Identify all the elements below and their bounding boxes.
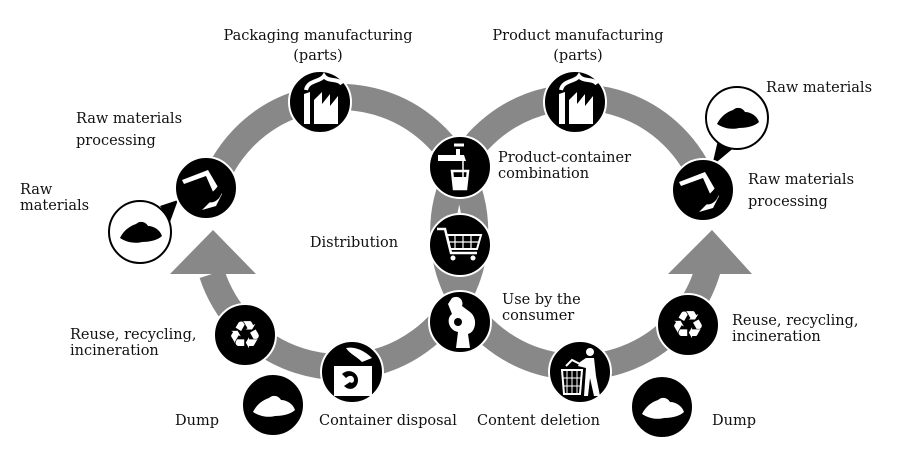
factory-icon bbox=[288, 70, 352, 134]
svg-text:♻: ♻ bbox=[671, 303, 705, 347]
label-reuse-recycling-left: Reuse, recycling,incineration bbox=[70, 327, 197, 359]
label-reuse-recycling-right: Reuse, recycling,incineration bbox=[732, 313, 859, 345]
label-line: consumer bbox=[502, 308, 575, 324]
recycling-icon: ♻ bbox=[213, 303, 277, 367]
raw-material-icon bbox=[108, 200, 178, 264]
factory-icon bbox=[543, 70, 607, 134]
dump-icon bbox=[241, 373, 305, 437]
right-cycle-arrowhead bbox=[668, 230, 752, 274]
label-line: combination bbox=[498, 166, 590, 182]
label-line: Raw materials bbox=[76, 111, 183, 127]
label-line: Raw bbox=[20, 182, 53, 198]
label-line: Packaging manufacturing bbox=[223, 28, 413, 44]
raw-material-icon bbox=[705, 86, 769, 166]
label-line: Reuse, recycling, bbox=[70, 327, 197, 343]
label-dump-right: Dump bbox=[712, 413, 756, 429]
excavator-icon bbox=[174, 156, 238, 220]
container-disposal-icon bbox=[320, 340, 384, 404]
dump-icon bbox=[630, 375, 694, 439]
label-line: incineration bbox=[70, 343, 159, 359]
label-line: Product-container bbox=[498, 150, 632, 166]
label-line: Use by the bbox=[502, 292, 581, 308]
label-container-disposal: Container disposal bbox=[319, 413, 457, 429]
svg-text:♻: ♻ bbox=[228, 313, 262, 357]
label-line: Product manufacturing bbox=[492, 28, 664, 44]
label-content-deletion: Content deletion bbox=[477, 413, 600, 429]
left-cycle-arrowhead bbox=[170, 230, 256, 274]
drinking-person-icon bbox=[428, 290, 492, 354]
label-line: (parts) bbox=[553, 48, 603, 64]
label-line: Raw materials bbox=[748, 172, 855, 188]
label-line: processing bbox=[76, 133, 156, 149]
label-line: (parts) bbox=[293, 48, 343, 64]
trash-bin-icon bbox=[548, 340, 612, 404]
excavator-icon bbox=[671, 158, 735, 222]
label-line: materials bbox=[20, 198, 90, 214]
label-packaging-manufacturing: Packaging manufacturing (parts) bbox=[223, 28, 412, 64]
label-distribution: Distribution bbox=[309, 235, 399, 251]
label-line: processing bbox=[748, 194, 828, 210]
label-raw-materials-right: Raw materials bbox=[766, 80, 873, 96]
label-line: Reuse, recycling, bbox=[732, 313, 859, 329]
label-raw-materials-processing-left: Raw materials processing bbox=[76, 111, 182, 149]
label-product-manufacturing: Product manufacturing (parts) bbox=[492, 28, 663, 64]
shopping-cart-icon bbox=[428, 213, 492, 277]
recycling-icon: ♻ bbox=[656, 293, 720, 357]
label-raw-materials-processing-right: Raw materials processing bbox=[748, 172, 854, 210]
label-dump-left: Dump bbox=[175, 413, 219, 429]
tap-glass-icon bbox=[428, 135, 492, 199]
label-line: incineration bbox=[732, 329, 821, 345]
